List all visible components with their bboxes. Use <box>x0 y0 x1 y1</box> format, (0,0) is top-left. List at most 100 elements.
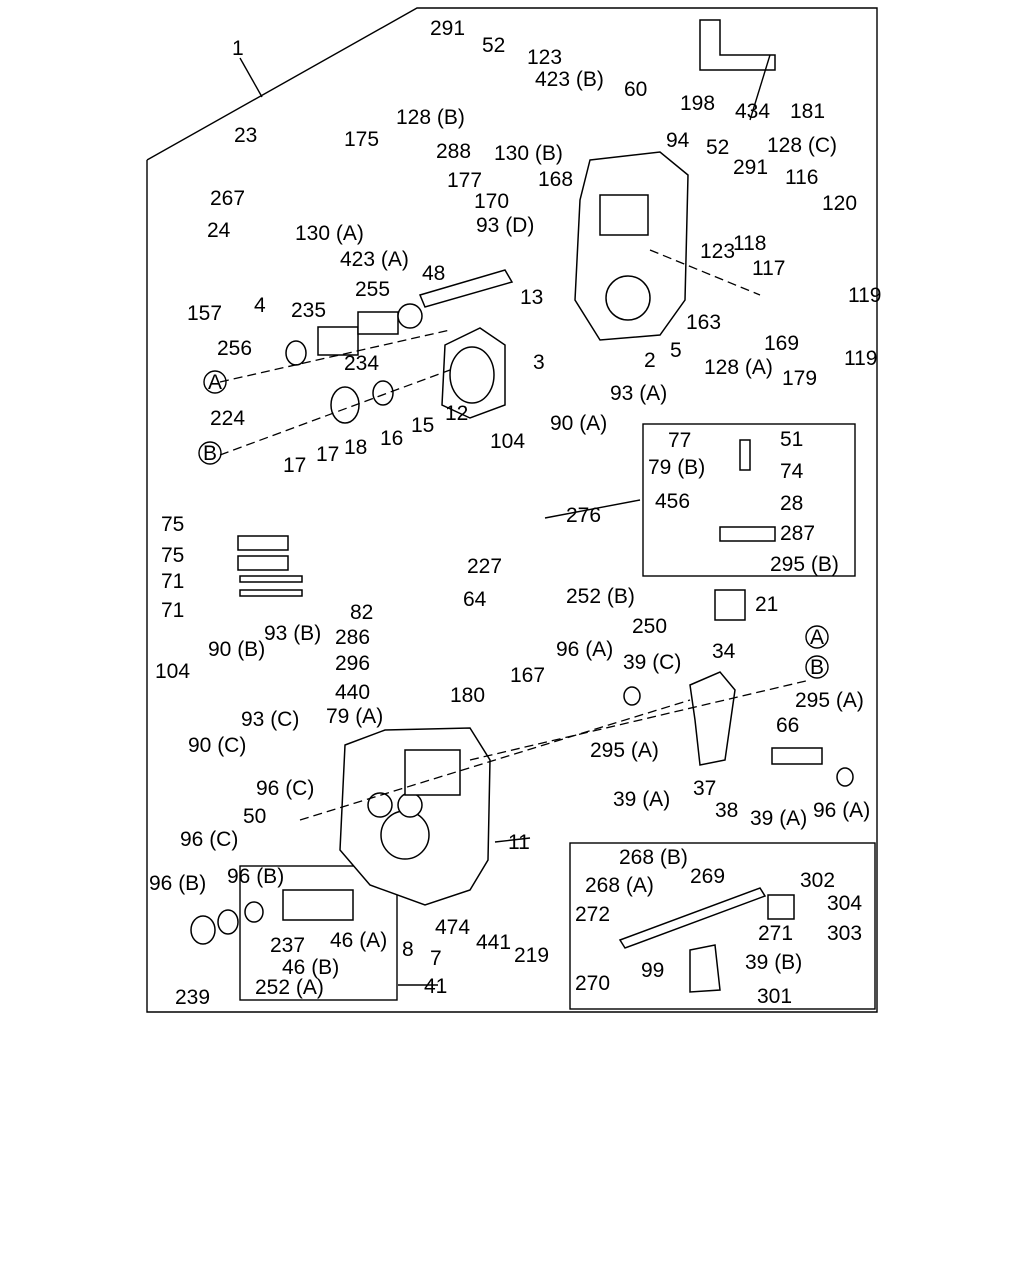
part-label: 5 <box>670 339 682 362</box>
svg-text:B: B <box>810 656 824 679</box>
part-label: 219 <box>514 944 549 967</box>
part-label: 38 <box>715 799 738 822</box>
main-pump-housing <box>339 727 491 906</box>
part-label: 170 <box>474 190 509 213</box>
part-label: 90 (C) <box>188 734 246 757</box>
part-label: 271 <box>758 922 793 945</box>
part-label: 123 <box>700 240 735 263</box>
svg-text:A: A <box>810 626 824 649</box>
part-label: 3 <box>533 351 545 374</box>
part-label: 90 (B) <box>208 638 265 661</box>
part-label: 71 <box>161 599 184 622</box>
part-label: 474 <box>435 916 470 939</box>
part-label: 128 (A) <box>704 356 773 379</box>
part-label: 268 (A) <box>585 874 654 897</box>
marker-a-right: A <box>805 625 829 649</box>
part-label: 128 (B) <box>396 106 465 129</box>
part-label: 287 <box>780 522 815 545</box>
axis-line <box>469 679 811 761</box>
part-label: 130 (B) <box>494 142 563 165</box>
part-label: 82 <box>350 601 373 624</box>
part-label: 198 <box>680 92 715 115</box>
part-label: 51 <box>780 428 803 451</box>
part-label: 276 <box>566 504 601 527</box>
part-label: 302 <box>800 869 835 892</box>
part-label: 291 <box>733 156 768 179</box>
part-label: 252 (A) <box>255 976 324 999</box>
axis-line <box>649 249 761 296</box>
part-label: 4 <box>254 294 266 317</box>
part-label: 304 <box>827 892 862 915</box>
part-label: 423 (A) <box>340 248 409 271</box>
inset-box-268 <box>569 842 876 1010</box>
part-label: 177 <box>447 169 482 192</box>
part-label: 440 <box>335 681 370 704</box>
part-label: 52 <box>706 136 729 159</box>
part-label: 28 <box>780 492 803 515</box>
part-label: 52 <box>482 34 505 57</box>
part-label: 180 <box>450 684 485 707</box>
part-label: 23 <box>234 124 257 147</box>
axis-line <box>219 369 451 456</box>
part-label: 119 <box>844 347 877 370</box>
part-label: 123 <box>527 46 562 69</box>
part-label: 224 <box>210 407 245 430</box>
part-label: 39 (B) <box>745 951 802 974</box>
part-label: 93 (C) <box>241 708 299 731</box>
part-label: 60 <box>624 78 647 101</box>
part-label: 237 <box>270 934 305 957</box>
part-label: 441 <box>476 931 511 954</box>
part-label: 11 <box>508 831 530 854</box>
part-label: 48 <box>422 262 445 285</box>
part-label: 434 <box>735 100 770 123</box>
part-label: 37 <box>693 777 716 800</box>
part-label: 423 (B) <box>535 68 604 91</box>
part-label: 46 (B) <box>282 956 339 979</box>
part-label: 39 (A) <box>613 788 670 811</box>
upper-governor-housing <box>574 151 689 341</box>
diagram-frame <box>146 7 878 1013</box>
part-label: 79 (B) <box>648 456 705 479</box>
marker-b-right: B <box>805 655 829 679</box>
part-label: 96 (B) <box>227 865 284 888</box>
part-label: 250 <box>632 615 667 638</box>
part-label: 93 (B) <box>264 622 321 645</box>
part-label: 119 <box>848 284 881 307</box>
svg-text:B: B <box>203 442 217 465</box>
part-label: 130 (A) <box>295 222 364 245</box>
part-label: 157 <box>187 302 222 325</box>
part-label: 75 <box>161 544 184 567</box>
lever-276 <box>714 439 776 621</box>
part-label: 93 (D) <box>476 214 534 237</box>
part-label: 163 <box>686 311 721 334</box>
part-label: 94 <box>666 129 690 152</box>
part-label: 288 <box>436 140 471 163</box>
svg-text:A: A <box>208 371 222 394</box>
part-label: 120 <box>822 192 857 215</box>
axis-line <box>299 699 691 821</box>
part-label: 7 <box>430 947 442 970</box>
part-label: 39 (A) <box>750 807 807 830</box>
part-label: 239 <box>175 986 210 1009</box>
part-label: 175 <box>344 128 379 151</box>
part-label: 96 (C) <box>256 777 314 800</box>
part-label: 291 <box>430 17 465 40</box>
axis-line <box>219 329 451 383</box>
part-label: 116 <box>785 166 818 189</box>
part-label: 267 <box>210 187 245 210</box>
part-label: 295 (A) <box>590 739 659 762</box>
part-label: 295 (B) <box>770 553 839 576</box>
part-label: 99 <box>641 959 664 982</box>
part-label: 104 <box>155 660 190 683</box>
part-label: 167 <box>510 664 545 687</box>
marker-a-left: A <box>203 370 227 394</box>
part-label: 269 <box>690 865 725 888</box>
lever-assembly-right <box>623 671 854 787</box>
part-label: 295 (A) <box>795 689 864 712</box>
part-label: 104 <box>490 430 525 453</box>
part-label: 90 (A) <box>550 412 607 435</box>
part-label: 8 <box>402 938 414 961</box>
part-label: 79 (A) <box>326 705 383 728</box>
part-label: 75 <box>161 513 184 536</box>
